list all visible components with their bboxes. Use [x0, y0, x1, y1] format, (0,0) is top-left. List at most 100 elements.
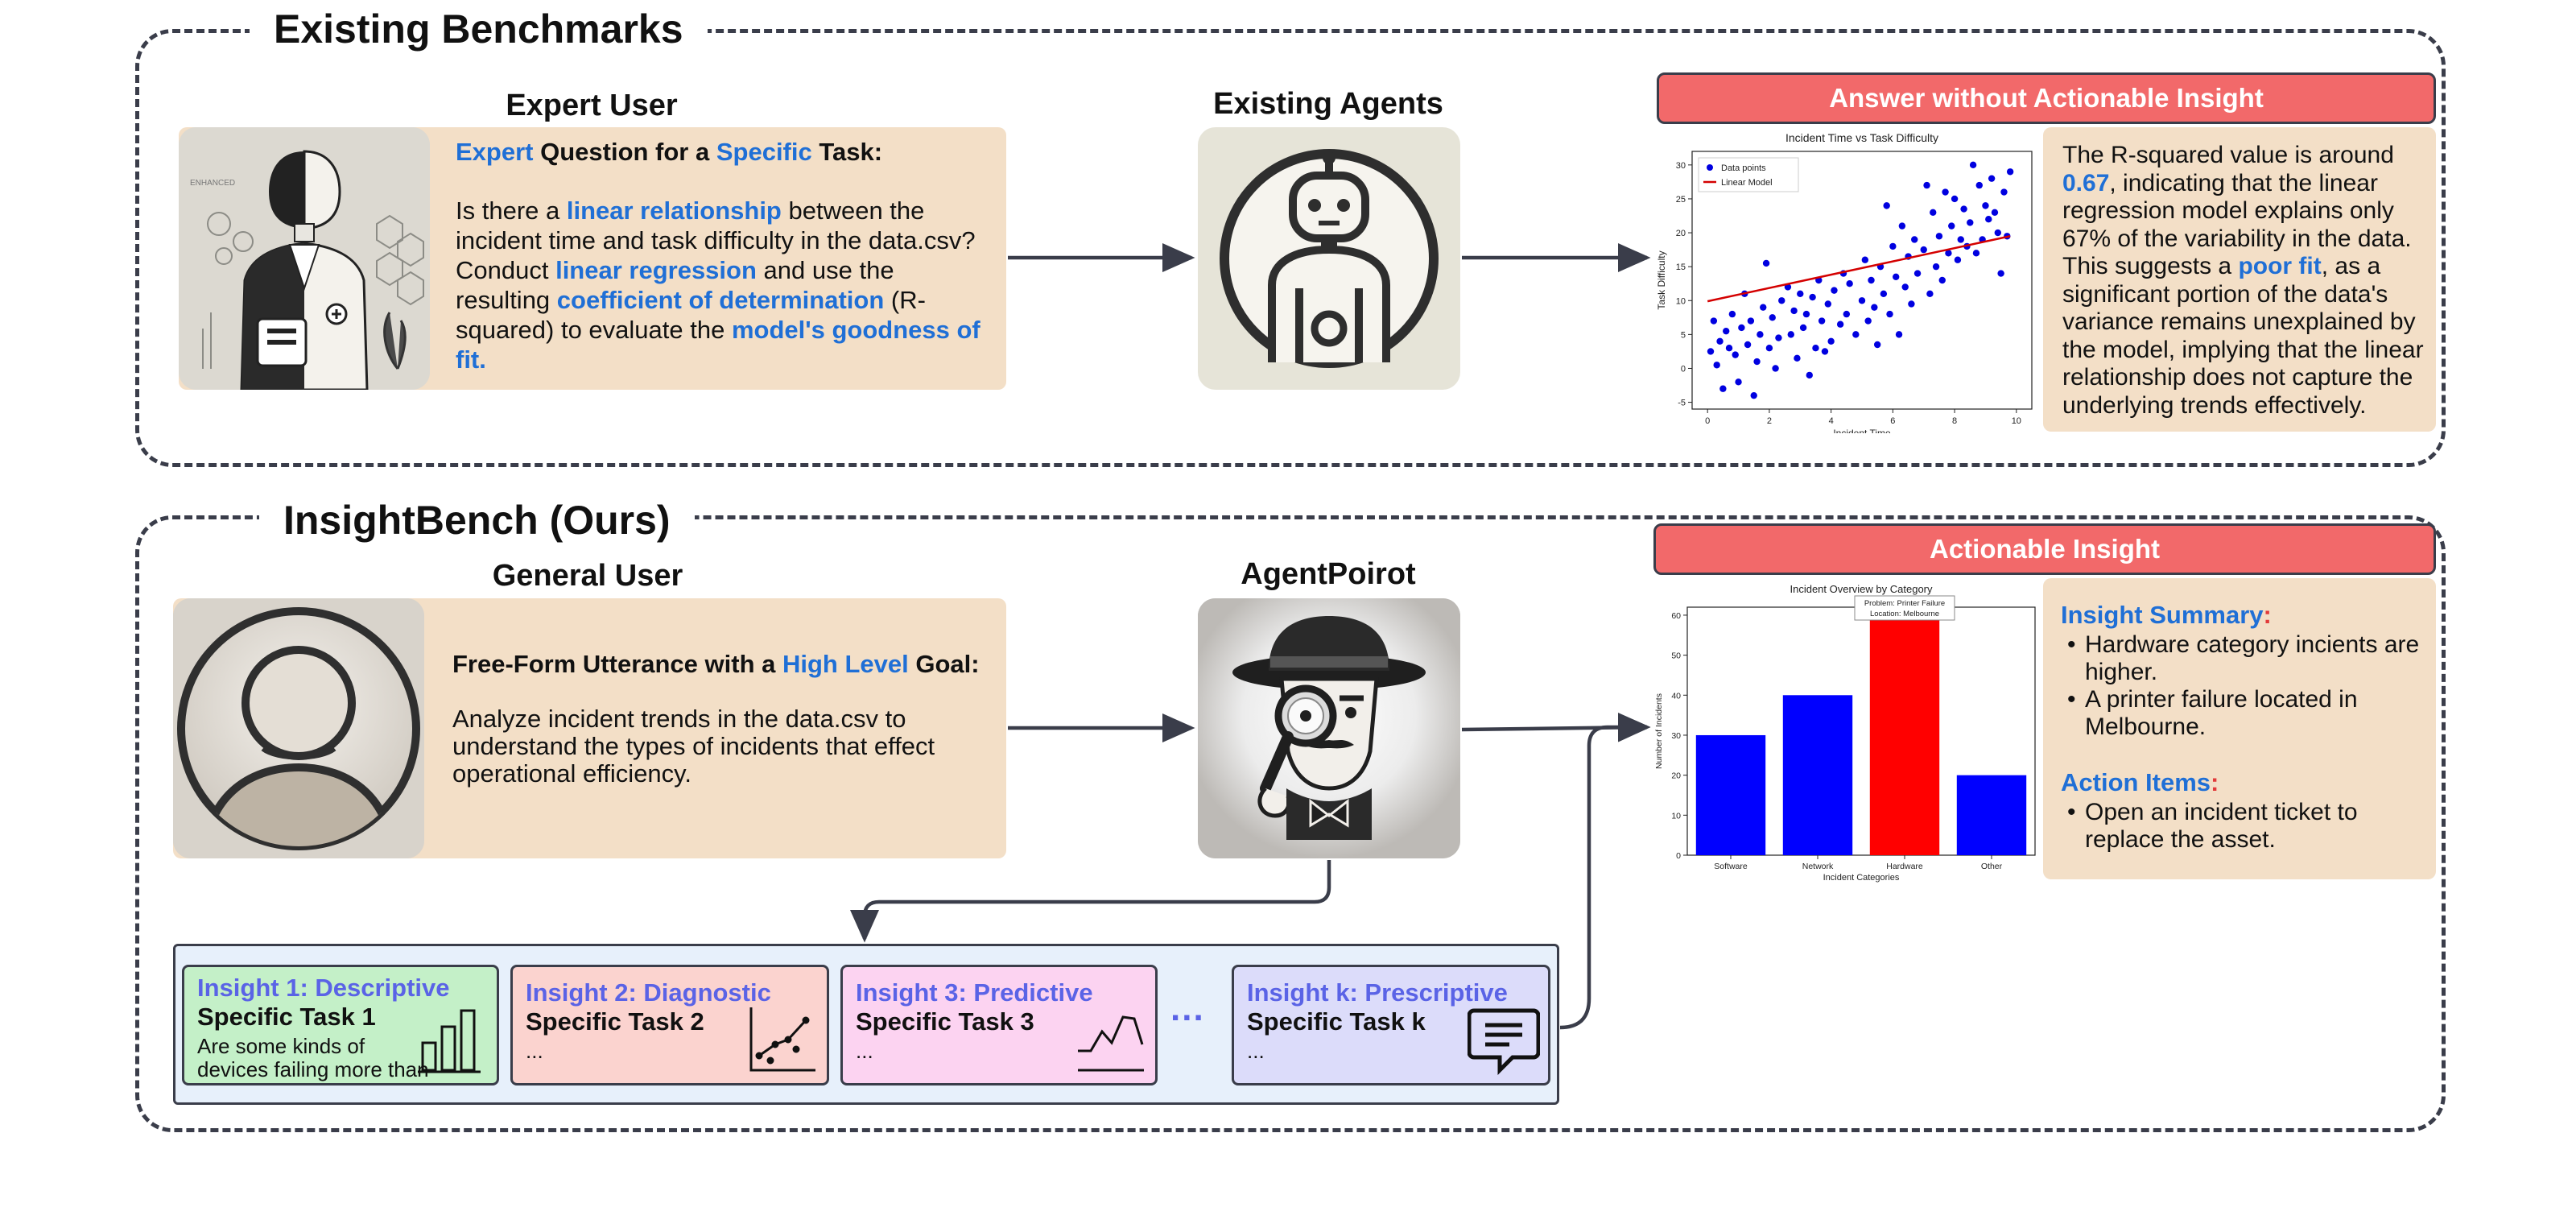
y-tick-label: -5	[1678, 399, 1686, 408]
expert-question-text: Expert Question for a Specific Task: Is …	[456, 138, 980, 374]
y-tick-label: 30	[1676, 161, 1686, 171]
card-body: ...	[856, 1039, 873, 1063]
data-point	[1778, 297, 1785, 304]
data-point	[1948, 222, 1955, 229]
card-body: ...	[526, 1039, 543, 1063]
data-point	[1775, 334, 1782, 341]
expert-user-title: Expert User	[506, 89, 678, 122]
insight-summary-title: Insight Summary:	[2061, 601, 2272, 629]
answer-text: The R-squared value is around 0.67, indi…	[2062, 142, 2424, 419]
data-point	[1975, 181, 1983, 189]
y-tick-label: 25	[1676, 195, 1686, 205]
y-axis-label: Number of Incidents	[1654, 693, 1664, 769]
data-point	[1812, 345, 1819, 352]
data-point	[1938, 276, 1946, 284]
data-point	[1760, 304, 1767, 311]
x-tick-label: 4	[1829, 416, 1834, 426]
data-point	[1738, 324, 1745, 332]
data-point	[1806, 371, 1813, 379]
data-point	[1765, 345, 1773, 352]
y-tick-label: 0	[1676, 851, 1681, 861]
x-tick-label: Software	[1714, 862, 1748, 871]
message-icon	[1468, 1008, 1540, 1075]
data-point	[1893, 273, 1900, 280]
card-task: Specific Task 3	[856, 1007, 1034, 1036]
bar	[1782, 695, 1853, 855]
data-point	[1802, 310, 1810, 318]
data-point	[1920, 246, 1927, 254]
data-point	[1895, 331, 1903, 338]
y-tick-label: 15	[1676, 263, 1686, 272]
y-tick-label: 60	[1671, 611, 1681, 621]
data-point	[1747, 317, 1755, 325]
x-tick-label: 2	[1767, 416, 1772, 426]
x-tick-label: 6	[1890, 416, 1895, 426]
data-point	[1883, 202, 1890, 209]
y-axis-label: Task Difficulty	[1656, 250, 1667, 309]
data-point	[1908, 300, 1915, 308]
data-point	[1889, 242, 1897, 250]
data-point	[1716, 337, 1724, 345]
data-point	[1951, 195, 1959, 203]
agentpoirot-title: AgentPoirot	[1241, 557, 1416, 591]
data-point	[1797, 290, 1804, 298]
y-tick-label: 20	[1671, 771, 1681, 781]
data-point	[1772, 365, 1779, 372]
data-point	[1871, 304, 1878, 311]
chart-title: Incident Overview by Category	[1790, 583, 1933, 595]
data-point	[1868, 276, 1875, 284]
data-point	[1967, 219, 1974, 226]
y-tick-label: 10	[1671, 811, 1681, 821]
data-point	[1898, 222, 1906, 229]
annotation-line-2: Location: Melbourne	[1870, 610, 1939, 618]
card-title: Insight 2: Diagnostic	[526, 978, 771, 1007]
bullet-item: Hardware category incients are higher.	[2061, 631, 2423, 686]
x-tick-label: Network	[1802, 862, 1834, 871]
card-title: Insight k: Prescriptive	[1247, 978, 1508, 1007]
general-user-image	[173, 598, 424, 858]
data-point	[1790, 307, 1798, 315]
data-point	[1735, 378, 1742, 386]
data-point	[1809, 293, 1816, 301]
data-point	[1821, 348, 1829, 355]
data-point	[1864, 317, 1872, 325]
data-point	[1935, 233, 1943, 240]
data-point	[1824, 300, 1831, 308]
data-point	[1994, 229, 2001, 237]
arrow-poirot-to-cards	[850, 860, 1331, 943]
y-tick-label: 0	[1681, 364, 1686, 374]
detective-icon	[1198, 598, 1460, 858]
x-axis-label: Incident Categories	[1823, 873, 1900, 883]
general-user-title: General User	[492, 559, 683, 593]
data-point	[1913, 270, 1922, 277]
y-tick-label: 20	[1676, 229, 1686, 238]
annotation-line-1: Problem: Printer Failure	[1864, 599, 1945, 608]
card-task: Specific Task 2	[526, 1007, 704, 1036]
data-point	[1723, 327, 1730, 335]
y-tick-label: 50	[1671, 651, 1681, 661]
plot-frame	[1691, 151, 2033, 410]
x-tick-label: Hardware	[1886, 862, 1923, 871]
svg-text:ENHANCED: ENHANCED	[190, 179, 235, 188]
x-tick-label: 8	[1952, 416, 1957, 426]
data-point	[1901, 283, 1909, 291]
bar	[1956, 775, 2027, 855]
data-point	[1732, 351, 1739, 358]
data-point	[1923, 181, 1930, 189]
x-tick-label: Other	[1981, 862, 2003, 871]
y-tick-label: 5	[1681, 330, 1686, 340]
insight-text: Insight Summary: Hardware category incie…	[2061, 601, 2423, 854]
data-point	[1957, 236, 1964, 243]
existing-agent-image	[1198, 127, 1460, 390]
data-point	[1852, 331, 1860, 338]
existing-agents-title: Existing Agents	[1213, 87, 1443, 121]
data-point	[1972, 250, 1980, 257]
data-point	[1757, 331, 1764, 338]
data-point	[1710, 317, 1718, 325]
data-point	[1707, 348, 1715, 355]
